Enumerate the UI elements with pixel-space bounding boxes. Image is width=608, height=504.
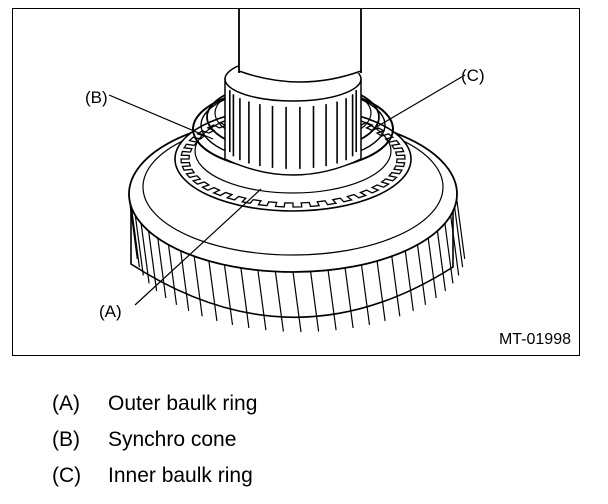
legend-item-a: (A) Outer baulk ring xyxy=(52,386,257,422)
legend: (A) Outer baulk ring (B) Synchro cone (C… xyxy=(52,386,257,494)
legend-text-a: Outer baulk ring xyxy=(108,392,258,415)
figure-id-label: MT-01998 xyxy=(498,331,571,348)
legend-key-b: (B) xyxy=(52,428,80,451)
legend-text-c: Inner baulk ring xyxy=(108,464,253,487)
splined-sleeve xyxy=(224,56,362,176)
legend-key-c: (C) xyxy=(52,464,82,487)
callout-c: (C) xyxy=(461,66,485,85)
legend-text-b: Synchro cone xyxy=(108,428,237,451)
main-shaft xyxy=(238,9,362,83)
gear-assembly-drawing xyxy=(108,9,466,333)
legend-item-c: (C) Inner baulk ring xyxy=(52,458,257,494)
leader-lines xyxy=(108,74,466,306)
legend-key-a: (A) xyxy=(52,392,80,415)
callout-a: (A) xyxy=(99,302,122,321)
figure-frame: (B) (C) (A) MT-01998 xyxy=(12,8,580,356)
callout-b: (B) xyxy=(85,88,108,107)
legend-item-b: (B) Synchro cone xyxy=(52,422,257,458)
